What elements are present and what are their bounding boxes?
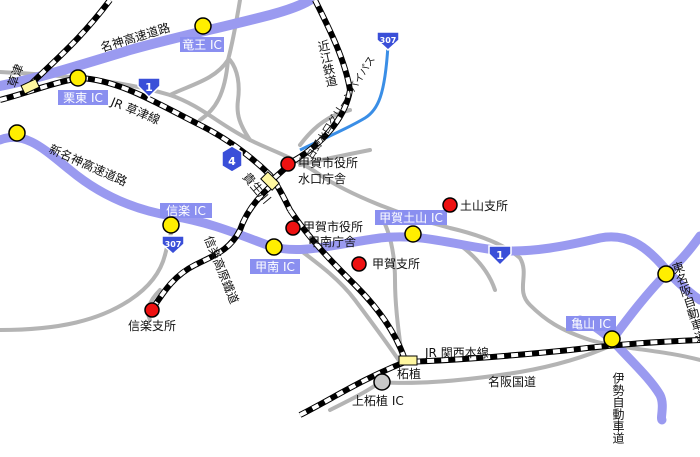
kamitsuge-ic-label: 上柘植 IC [352,393,404,408]
tsuge-station-marker [398,355,418,366]
meihan-label: 名阪国道 [488,374,536,389]
route-307-shield-north: 307 [376,31,400,52]
minakuchi-office-marker [280,156,296,172]
ic-label-koka-tsuchiyama: 甲賀土山 IC [375,210,447,225]
koka-office-marker [351,256,367,272]
minakuchi-office-label: 甲賀市役所 [298,155,358,170]
svg-text:甲南 IC: 甲南 IC [255,259,295,274]
route-307-number: 307 [165,240,182,249]
minakuchi-office-sublabel: 水口庁舎 [298,172,346,186]
koka-tsuchiyama-ic-marker [404,225,422,243]
ise-expressway-label: 伊勢自動車道 [611,372,625,444]
jr-kansai-line-label: JR 関西本線 [424,345,489,360]
route-1-number: 1 [145,81,153,94]
shigaraki-ic-marker [162,216,180,234]
shigaraki-office-marker [144,302,160,318]
route-1-shield-north: 1 [137,77,161,99]
ic-label-shigaraki: 信楽 IC [160,203,212,218]
route-1-number: 1 [496,249,504,262]
higashimeihan-label: 東名阪自動車道 [669,259,700,344]
tsuge-station-label: 柘植 [397,366,421,381]
koka-office-label: 甲賀支所 [372,257,420,271]
konan-ic-marker [265,238,283,256]
kibukawa-station-marker [260,171,280,191]
route-307-number: 307 [380,36,397,45]
office-markers [144,156,458,318]
konan-office-sublabel: 甲南庁舎 [308,234,356,249]
ic-label-kameyama: 亀山 IC [566,316,616,331]
kameyama-ic-marker [603,330,621,348]
hino-bypass-label: 日野水口グリーンバイパス [304,54,378,162]
ic-markers [8,17,675,348]
svg-text:竜王 IC: 竜王 IC [182,38,222,52]
konan-office-label: 甲賀市役所 [303,219,363,234]
ic-label-ryuo: 竜王 IC [180,37,224,52]
svg-text:信楽 IC: 信楽 IC [166,204,206,218]
expressways [0,0,700,425]
ritto-ic-marker [69,69,87,87]
svg-text:栗東 IC: 栗東 IC [63,91,103,105]
konan-office-marker [285,220,301,236]
route-4-shield: 4 [221,145,243,173]
shigaraki-office-label: 信楽支所 [128,319,176,333]
higashimeihan-ic-marker [657,265,675,283]
ic-label-ritto: 栗東 IC [58,90,108,105]
kamitsuge-ic-marker [373,373,391,391]
svg-text:甲賀土山 IC: 甲賀土山 IC [379,211,443,225]
svg-text:亀山 IC: 亀山 IC [571,317,611,331]
tsuchiyama-office-label: 土山支所 [460,199,508,213]
route-4-number: 4 [228,155,236,168]
ic-label-konan: 甲南 IC [250,259,300,274]
west-ic-marker [8,124,26,142]
ryuo-ic-marker [194,17,212,35]
kusatsu-station-marker [20,78,41,95]
route-307-shield-south: 307 [161,235,185,256]
shigaraki-railway-label: 信楽高原鐵道 [201,234,242,306]
tsuchiyama-office-marker [442,197,458,213]
route-1-shield-east: 1 [488,245,512,267]
